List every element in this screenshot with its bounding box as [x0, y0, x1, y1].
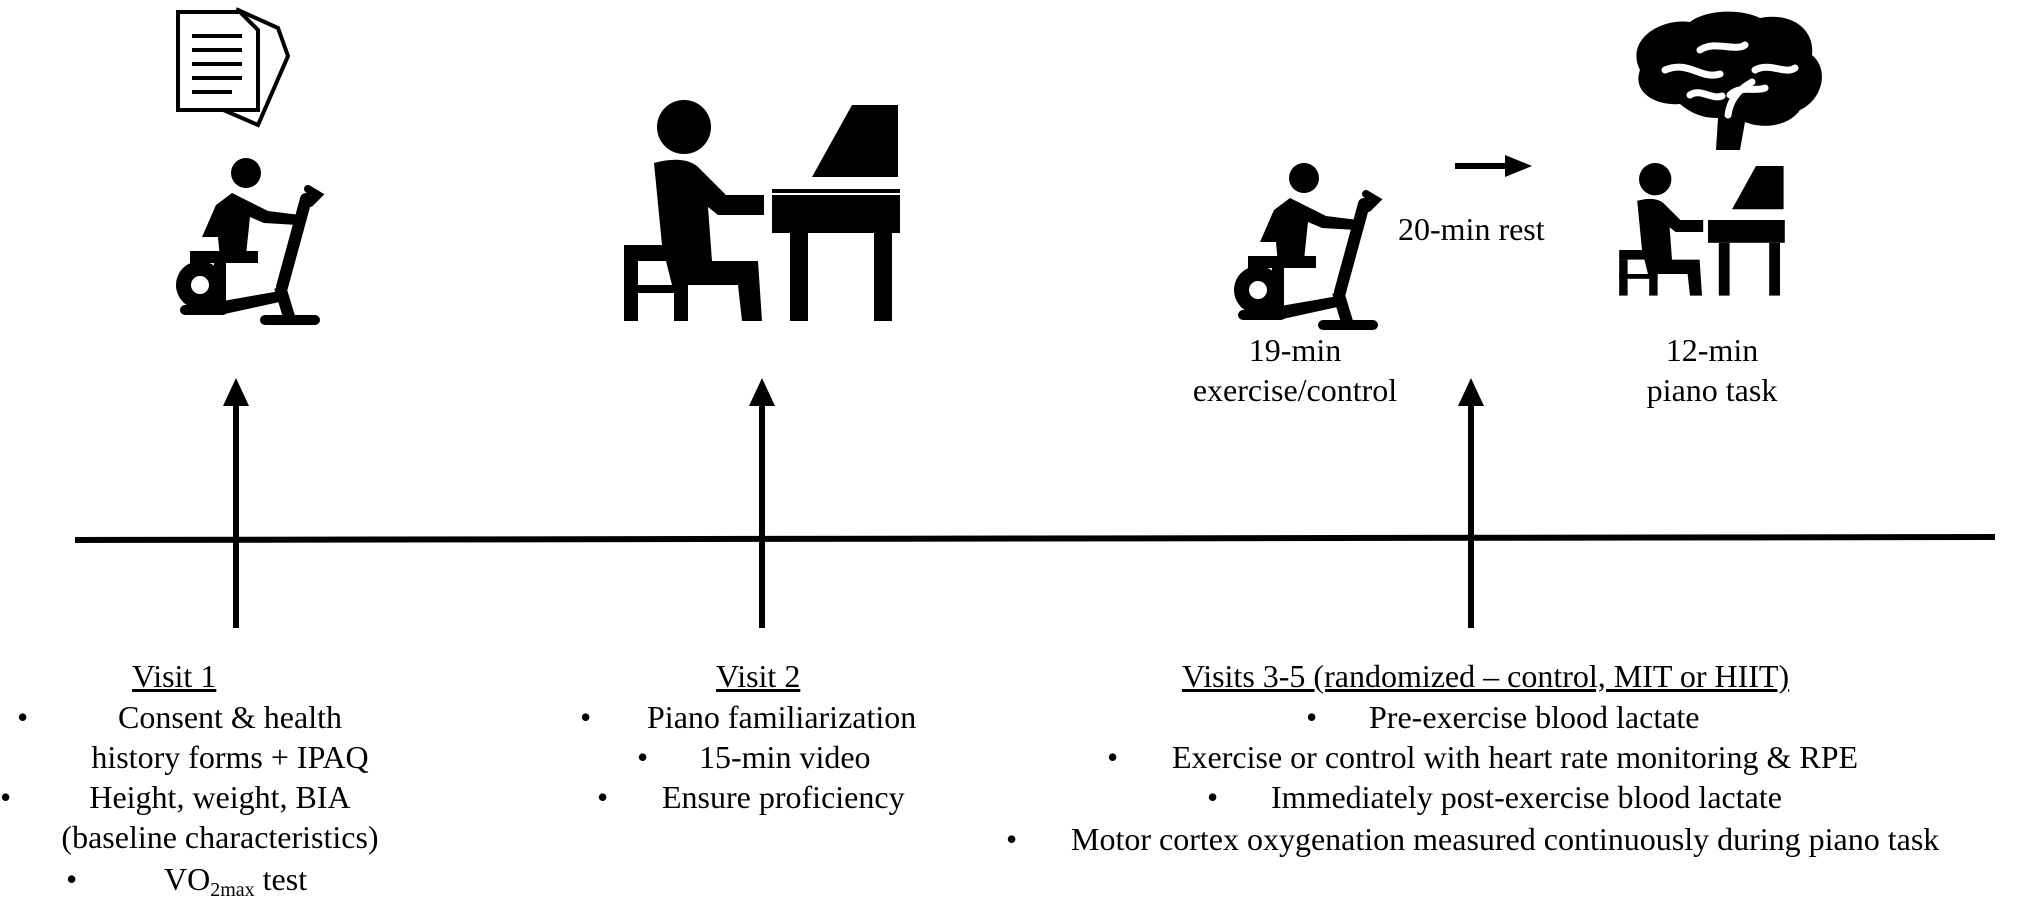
- vo2max-subscript: 2max: [210, 879, 255, 901]
- visit1-item3: VO2max test: [164, 859, 308, 901]
- visit1-arrow: [223, 378, 249, 628]
- visit1-item2-line2: (baseline characteristics): [61, 819, 379, 855]
- visit3-bullet: •: [1107, 739, 1119, 775]
- visit2-bullet: •: [580, 699, 592, 735]
- visit3-item: Pre-exercise blood lactate: [1369, 699, 1700, 735]
- visit2-bullet: •: [637, 739, 649, 775]
- visit1-item1-line2: history forms + IPAQ: [91, 739, 369, 775]
- person-at-piano-icon: [1619, 163, 1785, 296]
- visit1-bullet: •: [66, 861, 78, 897]
- visit3-item: Exercise or control with heart rate moni…: [1172, 739, 1859, 775]
- visit3-bullet: •: [1006, 821, 1018, 857]
- brain-icon: [1636, 11, 1822, 151]
- visit2-bullet: •: [597, 779, 609, 815]
- right-arrow-icon: [1455, 155, 1532, 177]
- visit3-arrow: [1458, 378, 1484, 628]
- visit3-item: Immediately post-exercise blood lactate: [1271, 779, 1782, 815]
- piano-task-line2: piano task: [1646, 372, 1778, 408]
- visit3-title: Visits 3-5 (randomized – control, MIT or…: [1182, 658, 1790, 694]
- visit1-item2-line1: Height, weight, BIA: [89, 779, 351, 815]
- stationary-bike-icon: [1234, 163, 1383, 330]
- documents-icon: [176, 7, 291, 128]
- person-at-piano-icon: [624, 100, 900, 321]
- visit1-item1-line1: Consent & health: [118, 699, 342, 735]
- rest-label: 20-min rest: [1398, 211, 1545, 247]
- stationary-bike-icon: [176, 158, 325, 325]
- visit3-bullet: •: [1306, 699, 1318, 735]
- piano-task-label: 12-min piano task: [1612, 330, 1812, 410]
- visit2-title: Visit 2: [716, 658, 801, 694]
- vo2max-prefix: VO: [164, 861, 211, 897]
- visit2-item: 15-min video: [699, 739, 871, 775]
- exercise-duration-line2: exercise/control: [1192, 372, 1398, 408]
- visit3-bullet: •: [1207, 779, 1219, 815]
- visit2-item: Ensure proficiency: [662, 779, 905, 815]
- visit1-bullet: •: [0, 779, 12, 815]
- exercise-duration-line1: 19-min: [1248, 332, 1342, 368]
- vo2max-suffix: test: [254, 861, 308, 897]
- visit3-item: Motor cortex oxygenation measured contin…: [1071, 821, 1940, 857]
- visit1-title: Visit 1: [132, 658, 217, 694]
- visit2-item: Piano familiarization: [647, 699, 917, 735]
- exercise-duration-label: 19-min exercise/control: [1160, 330, 1430, 410]
- visit1-bullet: •: [17, 699, 29, 735]
- piano-task-line1: 12-min: [1665, 332, 1759, 368]
- visit2-arrow: [749, 378, 775, 628]
- timeline-axis: [74, 534, 1996, 543]
